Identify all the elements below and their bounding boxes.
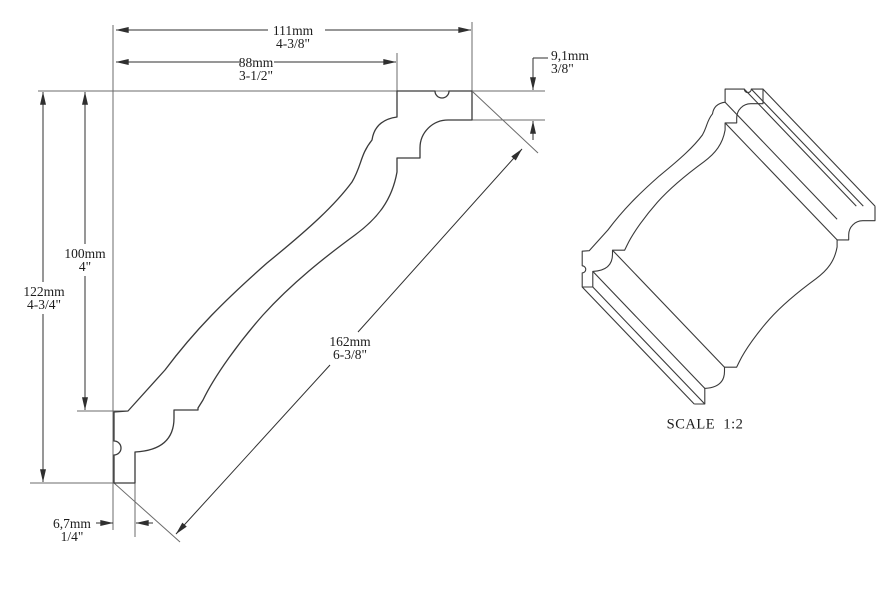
extension-162-top: [472, 91, 539, 154]
dim-label-100mm: 100mm 4": [64, 246, 106, 274]
edge-top-groove-b: [750, 88, 864, 207]
edge-ogee-top: [724, 122, 838, 241]
dim-122-mm: 122mm: [23, 284, 65, 299]
dim-label-111mm: 111mm 4-3/8": [272, 23, 314, 51]
extension-162-bottom: [113, 482, 181, 543]
dimension-lines: [40, 27, 548, 535]
dim-line-162-upper: [357, 148, 523, 333]
dim-67-mm: 6,7mm: [53, 516, 91, 531]
edge-tab-inner: [724, 101, 838, 220]
scale-label: SCALE 1:2: [666, 416, 744, 433]
dim-100-mm: 100mm: [64, 246, 106, 261]
edge-foot-step: [612, 249, 725, 368]
dim-label-91mm: 9,1mm 3/8": [551, 48, 589, 76]
edge-foot-mid: [592, 271, 706, 389]
edge-top-groove-a: [743, 88, 857, 207]
dim-67-inch: 1/4": [60, 529, 84, 544]
dim-label-162mm: 162mm 6-3/8": [329, 334, 371, 362]
dim-111-mm: 111mm: [272, 23, 314, 38]
dim-label-88mm: 88mm 3-1/2": [238, 55, 274, 83]
edge-foot-lower: [592, 286, 706, 405]
dim-label-122mm: 122mm 4-3/4": [23, 284, 65, 312]
dim-line-162-lower: [175, 364, 331, 535]
dim-162-inch: 6-3/8": [332, 347, 368, 362]
profile-outline-path: [113, 90, 473, 484]
near-end-profile-path: [581, 88, 764, 288]
dim-91-mm: 9,1mm: [551, 48, 589, 63]
cross-section-profile: [113, 90, 473, 484]
dim-88-mm: 88mm: [238, 55, 274, 70]
profile-3d-view: [581, 88, 876, 405]
dim-label-67mm: 6,7mm 1/4": [53, 516, 91, 544]
dim-111-inch: 4-3/8": [275, 36, 310, 51]
dim-91-inch: 3/8": [551, 61, 574, 76]
dim-122-inch: 4-3/4": [26, 297, 62, 312]
extension-lines: [30, 22, 545, 543]
dim-162-mm: 162mm: [329, 334, 371, 349]
far-end-profile-path: [694, 206, 876, 405]
extrusion-edges: [581, 88, 876, 405]
edge-bottom-outer: [581, 286, 695, 405]
edge-top-outer: [762, 88, 876, 207]
dim-100-inch: 4": [78, 259, 92, 274]
dim-88-inch: 3-1/2": [238, 68, 274, 83]
